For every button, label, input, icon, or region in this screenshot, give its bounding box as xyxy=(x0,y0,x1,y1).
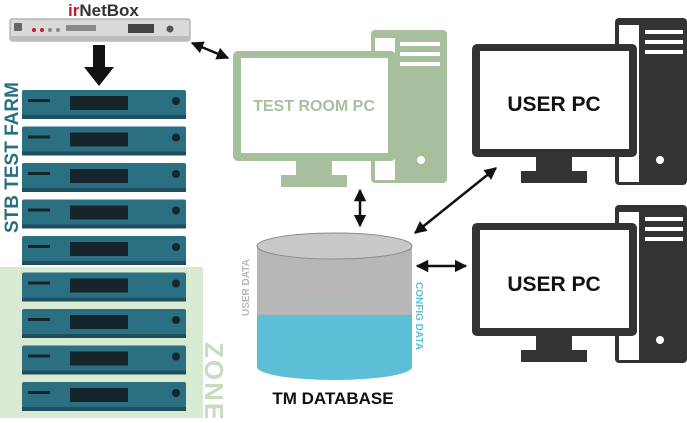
test-room-pc: TEST ROOM PC xyxy=(233,30,447,187)
arrow-irnetbox-testpc xyxy=(190,41,230,60)
stb-test-farm-label: STB TEST FARM xyxy=(2,82,23,233)
user-data-label: USER DATA xyxy=(241,259,252,316)
stb-stack xyxy=(22,90,186,411)
user-pc-top-label: USER PC xyxy=(507,93,600,116)
stb-box xyxy=(22,309,186,338)
stb-box xyxy=(22,90,186,119)
zone-label: ZONE xyxy=(199,342,229,418)
brand-prefix: ir xyxy=(68,1,80,20)
test-room-pc-label: TEST ROOM PC xyxy=(253,98,375,115)
stb-box xyxy=(22,163,186,192)
irnetbox-logo: irNetBox xyxy=(68,1,139,20)
connection-arrows xyxy=(190,41,497,273)
user-pc-top: USER PC xyxy=(472,18,687,185)
arrow-database-userpc-top xyxy=(414,167,497,234)
irnetbox-device: irNetBox xyxy=(9,1,191,42)
stb-box xyxy=(22,272,186,302)
stb-box xyxy=(22,236,186,265)
tm-database: USER DATA CONFIG DATA TM DATABASE xyxy=(241,232,424,408)
user-pc-bottom-label: USER PC xyxy=(507,273,600,296)
stb-box xyxy=(22,382,186,411)
stb-box xyxy=(22,126,186,156)
config-data-label: CONFIG DATA xyxy=(413,282,424,350)
stb-box xyxy=(22,345,186,375)
stb-box xyxy=(22,199,186,229)
down-arrow-icon xyxy=(84,45,114,86)
user-pc-bottom: USER PC xyxy=(472,205,687,363)
brand-name: NetBox xyxy=(79,1,139,20)
tm-database-label: TM DATABASE xyxy=(272,389,393,408)
